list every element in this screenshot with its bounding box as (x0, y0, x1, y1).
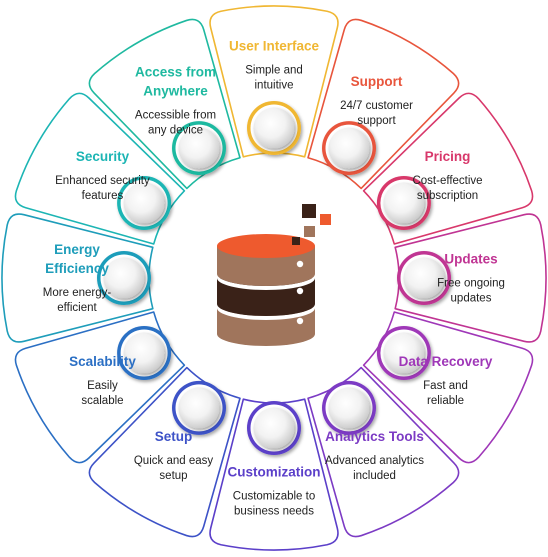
segment-description: support (357, 115, 396, 127)
segment-title: Support (351, 74, 403, 89)
data-block-square (304, 226, 315, 237)
database-icon (217, 204, 331, 346)
data-block-square (302, 204, 316, 218)
segment-description: efficient (57, 302, 97, 314)
segment-title: Customization (228, 465, 321, 480)
knob-button (328, 387, 370, 429)
center-database-group (217, 204, 331, 346)
knob-button (328, 127, 370, 169)
segment-description: scalable (81, 395, 123, 407)
segment-description: Advanced analytics (325, 455, 424, 467)
segment-outline (209, 398, 339, 551)
segment-description: Customizable to (233, 491, 315, 503)
segment-title: Access from (135, 64, 216, 79)
segment-title: Anywhere (143, 83, 208, 98)
knob-button (123, 332, 165, 374)
knob-button (178, 127, 220, 169)
segment-support: Support 24/7 customer support (307, 18, 460, 190)
segment-description: features (82, 190, 124, 202)
segment-description: business needs (234, 506, 314, 518)
knob-button (178, 387, 220, 429)
segment-description: Enhanced security (55, 175, 150, 187)
knob-button (253, 407, 295, 449)
segment-title: Scalability (69, 354, 136, 369)
data-block-square (320, 214, 331, 225)
segment-title: Setup (155, 429, 193, 444)
segment-title: Pricing (425, 149, 471, 164)
knob-button (103, 257, 145, 299)
data-block-square (292, 237, 300, 245)
database-top-ellipse (217, 234, 315, 258)
database-indicator-dot (296, 287, 304, 295)
segment-description: Free ongoing (437, 278, 505, 290)
segment-description: Quick and easy (134, 455, 214, 467)
segment-description: intuitive (255, 80, 294, 92)
segment-title: Security (76, 149, 130, 164)
segment-outline (394, 213, 547, 343)
segment-description: Simple and (245, 65, 303, 77)
database-indicator-dot (296, 317, 304, 325)
segment-description: reliable (427, 395, 464, 407)
database-indicator-dot (296, 260, 304, 268)
segment-outline (209, 5, 339, 158)
segment-outline (1, 213, 154, 343)
segment-description: included (353, 470, 396, 482)
segment-description: More energy- (43, 287, 112, 299)
segment-title: Energy (54, 242, 100, 257)
segment-description: Fast and (423, 380, 468, 392)
segment-title: Data Recovery (399, 354, 493, 369)
knob-button (383, 182, 425, 224)
segment-description: 24/7 customer (340, 100, 413, 112)
segment-title: Analytics Tools (325, 429, 424, 444)
segment-description: updates (451, 293, 492, 305)
segment-description: any device (148, 124, 203, 136)
segment-description: subscription (417, 190, 478, 202)
segment-description: setup (159, 470, 187, 482)
segment-title: Updates (444, 252, 497, 267)
segment-title: Efficiency (45, 261, 109, 276)
knob-button (253, 107, 295, 149)
knob-button (123, 182, 165, 224)
segment-description: Accessible from (135, 109, 216, 121)
knob-button (383, 332, 425, 374)
segment-title: User Interface (229, 39, 320, 54)
segment-description: Easily (87, 380, 118, 392)
segment-description: Cost-effective (412, 175, 482, 187)
knob-button (403, 257, 445, 299)
